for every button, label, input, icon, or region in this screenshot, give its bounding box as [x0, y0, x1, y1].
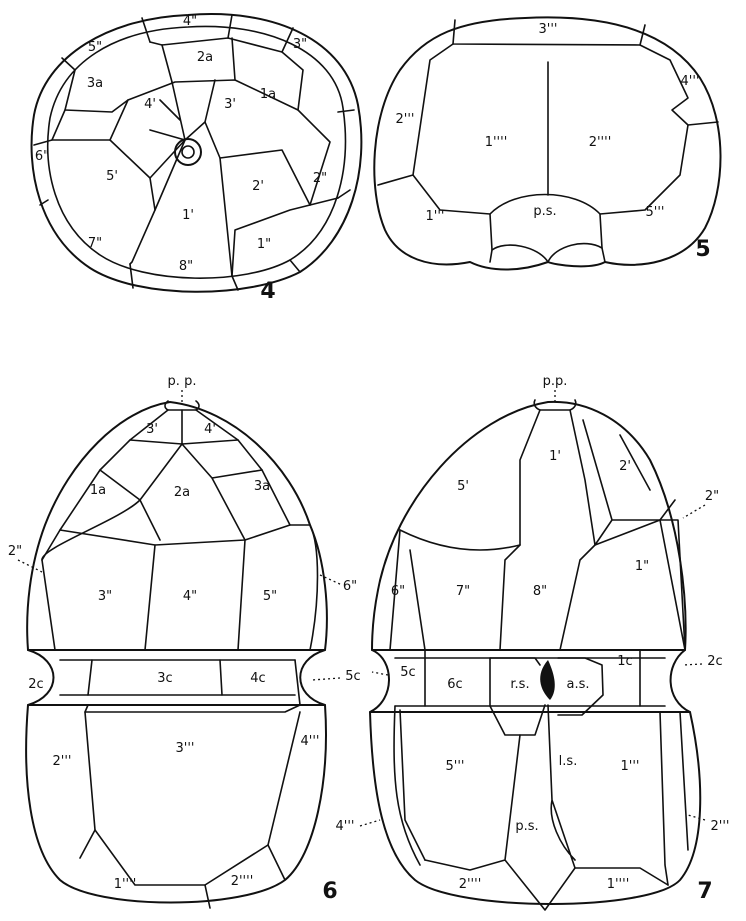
label-1pppp-7: 1'''': [607, 877, 630, 892]
label-ls-7: l.s.: [559, 754, 578, 769]
label-6pp-6: 6": [343, 579, 357, 594]
label-1pppp: 1'''': [485, 135, 508, 150]
label-2pppp-6: 2'''': [231, 874, 254, 889]
label-3p-6: 3': [146, 422, 158, 437]
label-3a-6: 3a: [254, 479, 270, 494]
label-1ppp-7: 1''': [621, 759, 640, 774]
label-1pp: 1": [257, 237, 271, 252]
label-5ppp: 5''': [646, 205, 665, 220]
label-2pppp: 2'''': [589, 135, 612, 150]
label-5pp-6: 5": [263, 589, 277, 604]
label-3pp: 3": [293, 37, 307, 52]
label-2ppp-7: 2''': [711, 819, 730, 834]
label-3p: 3': [224, 97, 236, 112]
figure-number-5: 5: [695, 237, 710, 262]
label-1a: 1a: [260, 87, 276, 102]
label-1a-6: 1a: [90, 483, 106, 498]
label-1c-7: 1c: [617, 654, 632, 669]
label-4pp-6: 4": [183, 589, 197, 604]
label-5p-7: 5': [457, 479, 469, 494]
label-2pp-7: 2": [705, 489, 719, 504]
label-6pp-7: 6": [391, 584, 405, 599]
label-6c-7: 6c: [447, 677, 462, 692]
label-5ppp-7: 5''': [446, 759, 465, 774]
figure-7: p.p. 5' 1' 2' 2" 1" 6" 7" 8" 6c 5c 1c 2c…: [336, 374, 730, 910]
label-ps-5: p.s.: [533, 204, 556, 219]
label-2c-6: 2c: [28, 677, 43, 692]
label-2c-7: 2c: [707, 654, 722, 669]
label-2p-7: 2': [619, 459, 631, 474]
label-4ppp-6: 4''': [301, 734, 320, 749]
label-as-7: a.s.: [566, 677, 589, 692]
label-2pppp-7: 2'''': [459, 877, 482, 892]
figure-4: 4" 5" 3" 2a 3a 1a 4' 3' 6" 5' 2' 2" 1' 7…: [32, 14, 362, 304]
label-4ppp-7: 4''': [336, 819, 355, 834]
label-8pp-7: 8": [533, 584, 547, 599]
label-2pp-6: 2": [8, 544, 22, 559]
label-pp-7: p.p.: [543, 374, 568, 389]
label-pp-6: p. p.: [168, 374, 197, 389]
label-8pp: 8": [179, 259, 193, 274]
label-2ppp-6: 2''': [53, 754, 72, 769]
label-2a: 2a: [197, 50, 213, 65]
label-2pp: 2": [313, 171, 327, 186]
label-5c-6: 5c: [345, 669, 360, 684]
label-3a: 3a: [87, 76, 103, 91]
label-ps-7: p.s.: [515, 819, 538, 834]
label-5p: 5': [106, 169, 118, 184]
label-7pp-7: 7": [456, 584, 470, 599]
label-4ppp: 4''': [681, 74, 700, 89]
figure-5: 3''' 4''' 2''' 1'''' 2'''' p.s. 1''' 5''…: [374, 17, 720, 269]
figure-number-7: 7: [697, 879, 712, 904]
label-4p: 4': [144, 97, 156, 112]
label-2p: 2': [252, 179, 264, 194]
label-6pp: 6": [35, 149, 49, 164]
label-5pp: 5": [88, 40, 102, 55]
label-1ppp: 1''': [426, 209, 445, 224]
figure-number-4: 4: [260, 279, 275, 304]
label-1p: 1': [182, 208, 194, 223]
label-4p-6: 4': [204, 422, 216, 437]
label-1pppp-6: 1'''': [114, 877, 137, 892]
label-2a-6: 2a: [174, 485, 190, 500]
label-5c-7: 5c: [400, 665, 415, 680]
label-3ppp-6: 3''': [176, 741, 195, 756]
figure-6: p. p. 3' 4' 1a 2a 3a 2" 3" 4" 5" 6" 2c 3…: [8, 374, 361, 908]
label-rs-7: r.s.: [510, 677, 529, 692]
label-1p-7: 1': [549, 449, 561, 464]
label-4pp: 4": [183, 14, 197, 29]
label-3c-6: 3c: [157, 671, 172, 686]
label-4c-6: 4c: [250, 671, 265, 686]
label-2ppp: 2''': [396, 112, 415, 127]
label-3ppp: 3''': [539, 22, 558, 37]
label-3pp-6: 3": [98, 589, 112, 604]
figure-number-6: 6: [322, 879, 337, 904]
label-7pp: 7": [88, 236, 102, 251]
label-1pp-7: 1": [635, 559, 649, 574]
